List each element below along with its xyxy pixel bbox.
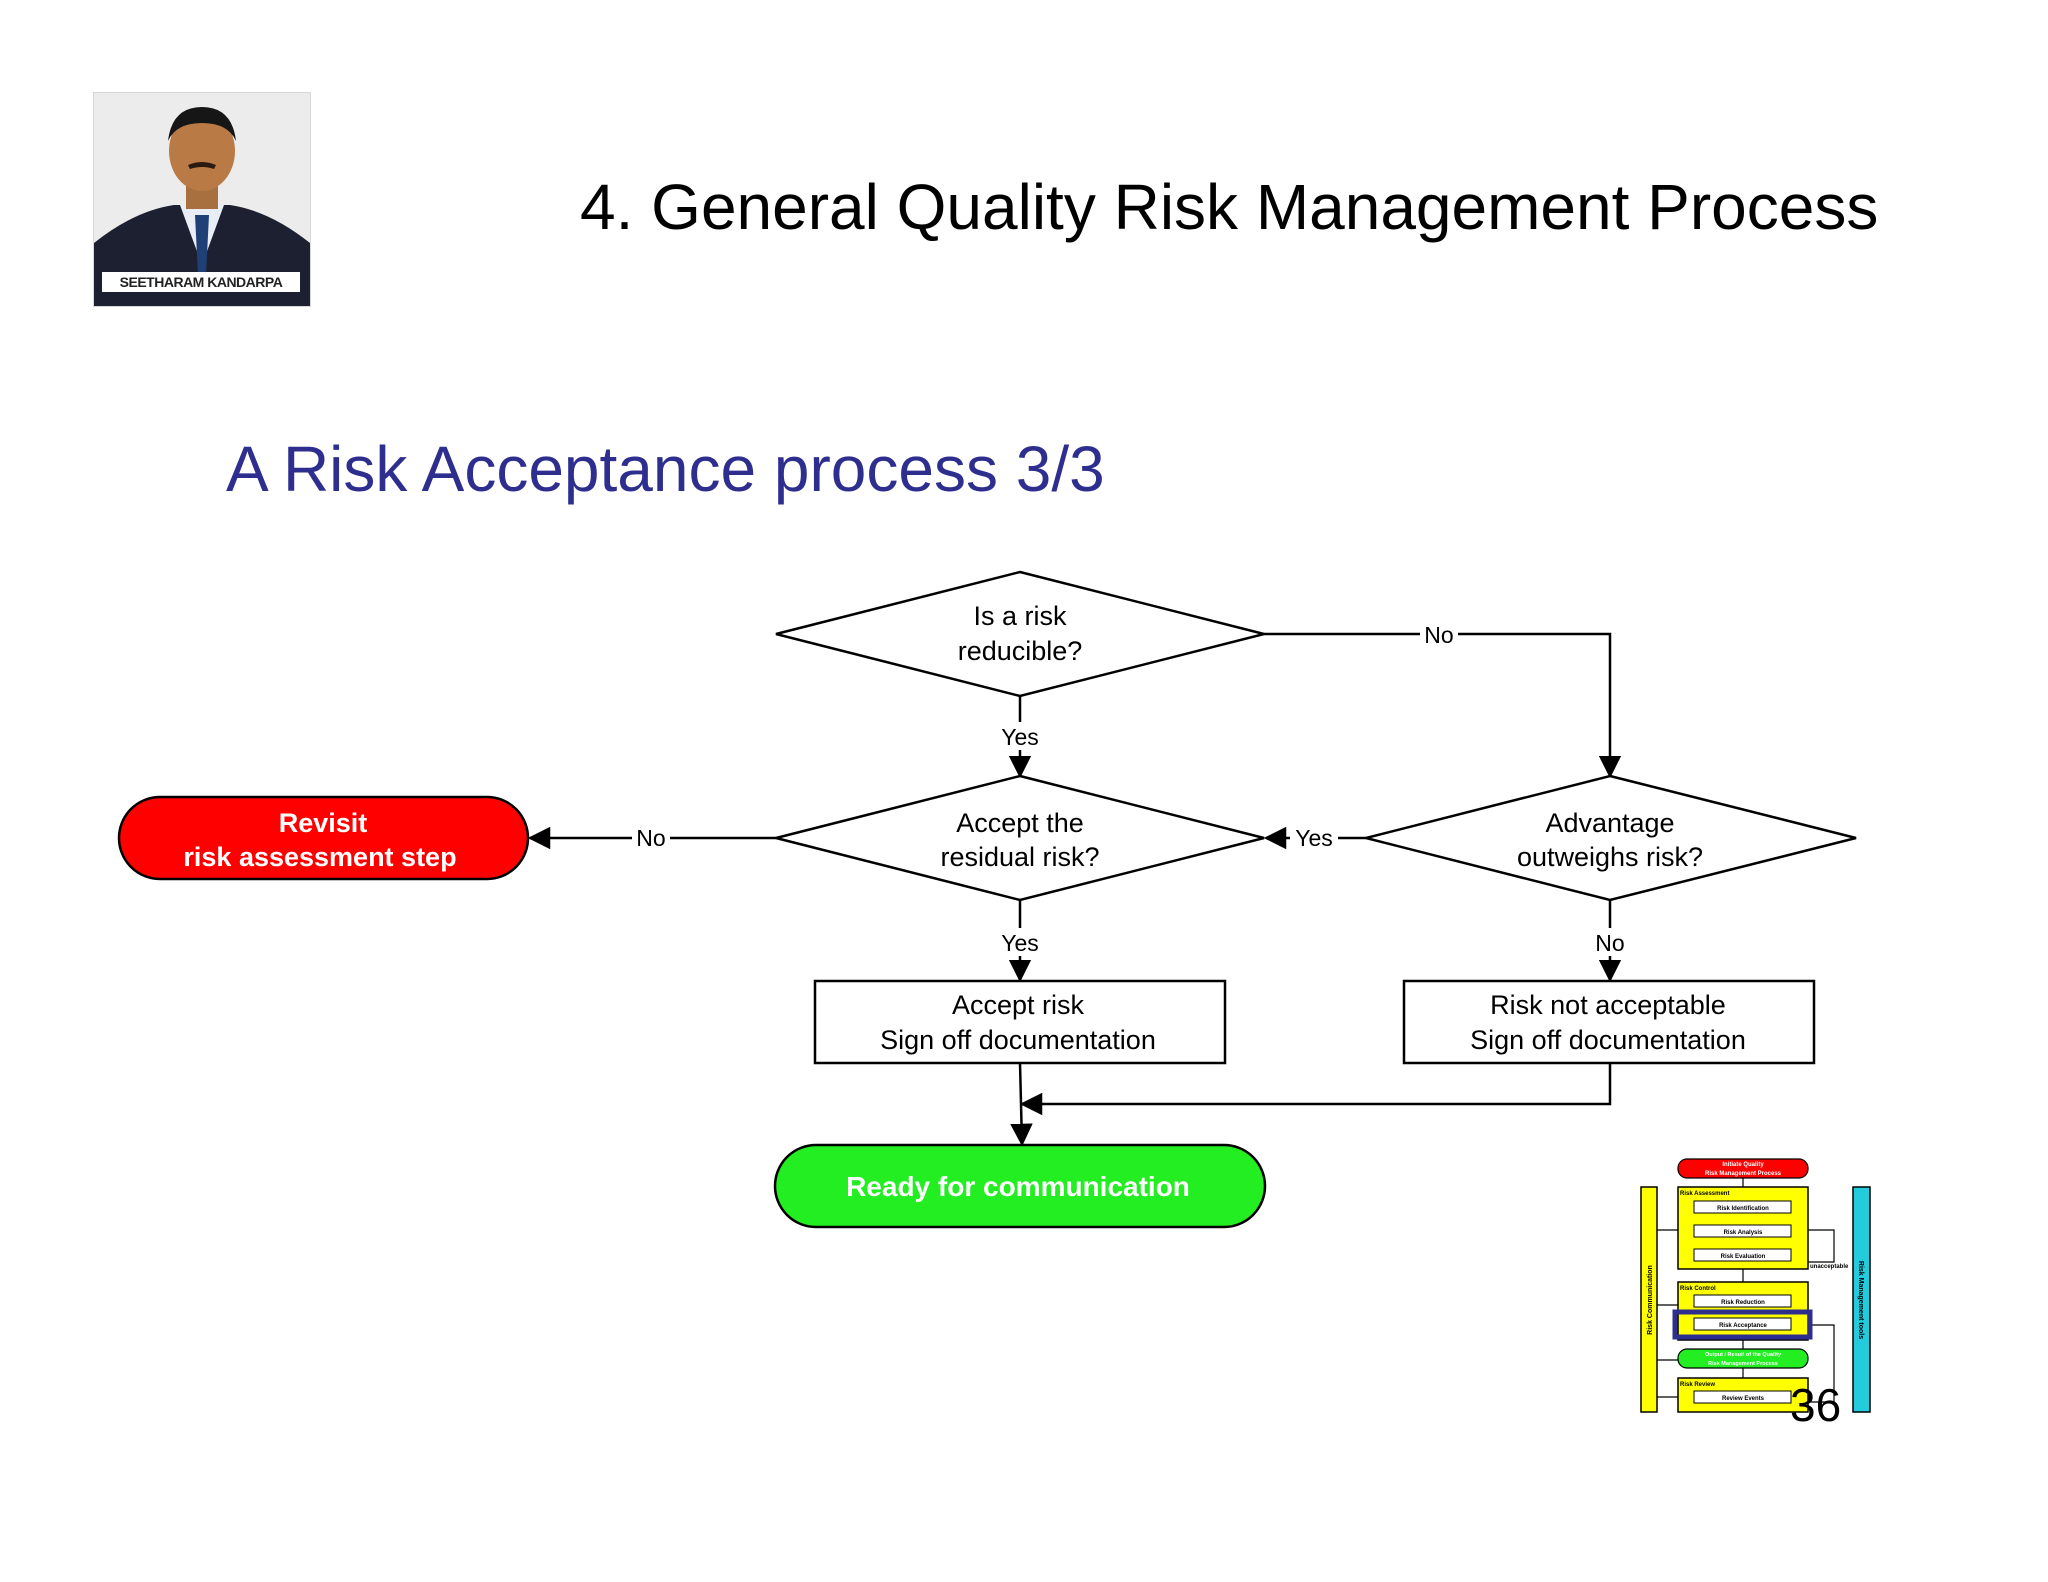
- label-reducible-yes: Yes: [1001, 724, 1039, 750]
- page-number: 36: [1790, 1379, 1842, 1431]
- label-reducible-no: No: [1424, 622, 1453, 648]
- mini-risk-evaluation: Risk Evaluation: [1721, 1254, 1766, 1260]
- decision-risk-reducible-line2: reducible?: [958, 636, 1083, 666]
- connector-accept-to-ready: [1010, 1062, 1033, 1147]
- connector-notaccept-to-ready: [1019, 1063, 1612, 1116]
- decision-risk-reducible: Is a risk reducible?: [775, 570, 1265, 698]
- process-accept-risk-line1: Accept risk: [952, 990, 1085, 1020]
- terminal-revisit-line2: risk assessment step: [183, 842, 456, 872]
- mini-risk-identification: Risk Identification: [1717, 1206, 1769, 1212]
- mini-output-line2: Risk Management Process: [1708, 1361, 1778, 1367]
- terminal-ready: Ready for communication: [773, 1143, 1267, 1229]
- mini-risk-analysis: Risk Analysis: [1724, 1230, 1763, 1236]
- mini-review-events: Review Events: [1722, 1396, 1765, 1402]
- mini-risk-management-tools: Risk Management tools: [1857, 1261, 1864, 1339]
- process-accept-risk-line2: Sign off documentation: [880, 1025, 1156, 1055]
- decision-advantage-line1: Advantage: [1545, 808, 1674, 838]
- slide-title: 4. General Quality Risk Management Proce…: [580, 171, 1879, 243]
- mini-risk-assessment: Risk Assessment: [1680, 1191, 1729, 1197]
- mini-initiate-line1: Initiate Quality: [1722, 1162, 1764, 1168]
- label-advantage-no: No: [1595, 930, 1624, 956]
- mini-output-line1: Output / Result of the Quality: [1705, 1352, 1782, 1358]
- decision-advantage-line2: outweighs risk?: [1517, 842, 1703, 872]
- terminal-revisit: Revisit risk assessment step: [117, 795, 530, 881]
- terminal-ready-label: Ready for communication: [846, 1171, 1190, 1202]
- decision-accept-residual-line1: Accept the: [956, 808, 1084, 838]
- decision-advantage: Advantage outweighs risk?: [1365, 774, 1857, 902]
- terminal-revisit-line1: Revisit: [279, 808, 368, 838]
- decision-risk-reducible-line1: Is a risk: [973, 601, 1067, 631]
- process-risk-not-acceptable: Risk not acceptable Sign off documentati…: [1402, 979, 1816, 1065]
- mini-risk-control: Risk Control: [1680, 1286, 1716, 1292]
- slide-subtitle: A Risk Acceptance process 3/3: [226, 433, 1105, 505]
- process-not-acceptable-line1: Risk not acceptable: [1490, 990, 1726, 1020]
- flow-connectors: [527, 632, 1622, 1147]
- mini-unacceptable: unacceptable: [1810, 1264, 1849, 1270]
- mini-process-overview: Risk Communication Risk Management tools…: [1640, 1158, 1871, 1413]
- mini-risk-communication: Risk Communication: [1647, 1265, 1654, 1335]
- mini-risk-acceptance: Risk Acceptance: [1719, 1323, 1767, 1329]
- decision-accept-residual: Accept the residual risk?: [775, 774, 1265, 902]
- connector-reducible-no: [1264, 632, 1622, 779]
- photo-caption: SEETHARAM KANDARPA: [102, 272, 300, 292]
- label-residual-yes: Yes: [1001, 930, 1039, 956]
- label-residual-no: No: [636, 825, 665, 851]
- presenter-photo: SEETHARAM KANDARPA: [93, 92, 311, 307]
- process-not-acceptable-line2: Sign off documentation: [1470, 1025, 1746, 1055]
- mini-initiate-line2: Risk Management Process: [1705, 1171, 1782, 1177]
- process-accept-risk: Accept risk Sign off documentation: [813, 979, 1227, 1065]
- mini-risk-reduction: Risk Reduction: [1721, 1300, 1765, 1306]
- label-advantage-yes: Yes: [1295, 825, 1333, 851]
- mini-risk-review: Risk Review: [1680, 1382, 1715, 1388]
- decision-accept-residual-line2: residual risk?: [940, 842, 1099, 872]
